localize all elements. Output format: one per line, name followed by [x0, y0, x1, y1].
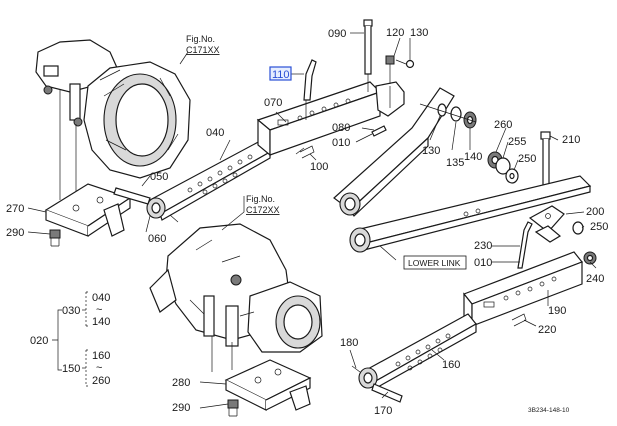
callout-180: 180	[340, 337, 358, 349]
callout-270: 270	[6, 203, 24, 215]
range-160: 160	[92, 350, 110, 362]
callout-010b: 010	[474, 257, 492, 269]
callout-240: 240	[586, 273, 604, 285]
callout-labels: Fig.No. C171XX Fig.No. C172XX 090 120 13…	[6, 27, 608, 417]
range-040: 040	[92, 292, 110, 304]
washer-stack	[419, 103, 477, 129]
callout-290a: 290	[6, 227, 24, 239]
highlight-box-110	[269, 66, 292, 81]
range-140: 140	[92, 316, 110, 328]
callout-030: 030	[62, 305, 80, 317]
callout-255: 255	[508, 136, 526, 148]
callout-140: 140	[464, 151, 482, 163]
callout-120: 120	[386, 27, 404, 39]
callout-280: 280	[172, 377, 190, 389]
pin-230	[517, 221, 533, 269]
callout-150: 150	[62, 363, 80, 375]
callout-210: 210	[562, 134, 580, 146]
clip-100	[295, 145, 315, 159]
lower-bracket	[224, 359, 312, 411]
callout-100: 100	[310, 161, 328, 173]
fig-ref-upper-number: C171XX	[186, 45, 220, 55]
bolt-290-upper	[49, 229, 61, 247]
callout-190: 190	[548, 305, 566, 317]
callout-290b: 290	[172, 402, 190, 414]
clip-220	[511, 313, 527, 327]
callout-130b: 130	[422, 145, 440, 157]
callout-135: 135	[446, 157, 464, 169]
callout-010a: 010	[332, 137, 350, 149]
range-260: 260	[92, 375, 110, 387]
upper-bracket	[44, 183, 132, 237]
callout-130a: 130	[410, 27, 428, 39]
left-lift-rod	[113, 139, 271, 223]
upper-transmission-housing	[35, 39, 191, 200]
leader-lines	[27, 32, 597, 409]
callout-080: 080	[332, 122, 350, 134]
callout-160: 160	[442, 359, 460, 371]
callout-260: 260	[494, 119, 512, 131]
callout-250: 250	[518, 153, 536, 165]
callout-090: 090	[328, 28, 346, 40]
hardware-260-255-250	[487, 151, 519, 184]
pin-080	[371, 125, 387, 137]
set-grouping-brackets	[52, 291, 90, 387]
bolt-090	[363, 19, 373, 92]
callout-170: 170	[374, 405, 392, 417]
callout-050: 050	[150, 171, 168, 183]
range-tilde-1: ~	[96, 304, 102, 316]
lower-link-label-box	[403, 255, 467, 270]
washer-250b	[572, 221, 584, 235]
fig-ref-lower-number: C172XX	[246, 205, 280, 215]
callout-040: 040	[206, 127, 224, 139]
pin-110	[303, 59, 317, 120]
callout-110-highlighted: 110	[272, 69, 290, 81]
top-link-arm	[333, 87, 455, 217]
drawing-code: 3B234-148-10	[528, 407, 570, 414]
callout-220: 220	[538, 324, 556, 336]
bracket-with-bolt-120	[375, 55, 415, 117]
lower-link-label: LOWER LINK	[408, 258, 461, 268]
upper-lift-rod	[256, 81, 382, 157]
lower-lift-rod	[351, 313, 477, 403]
callout-250b: 250	[590, 221, 608, 233]
pin-210	[540, 131, 551, 191]
callout-200: 200	[586, 206, 604, 218]
fig-ref-upper-prefix: Fig.No.	[186, 34, 215, 44]
bolt-290-lower	[227, 399, 239, 417]
callout-060: 060	[148, 233, 166, 245]
bracket-200	[528, 205, 565, 243]
lower-link	[349, 175, 592, 253]
callout-020: 020	[30, 335, 48, 347]
fig-ref-lower-prefix: Fig.No.	[246, 194, 275, 204]
lower-transmission-housing	[149, 223, 323, 372]
callout-070: 070	[264, 97, 282, 109]
callout-230: 230	[474, 240, 492, 252]
nut-240	[583, 251, 597, 265]
range-tilde-2: ~	[96, 362, 102, 374]
